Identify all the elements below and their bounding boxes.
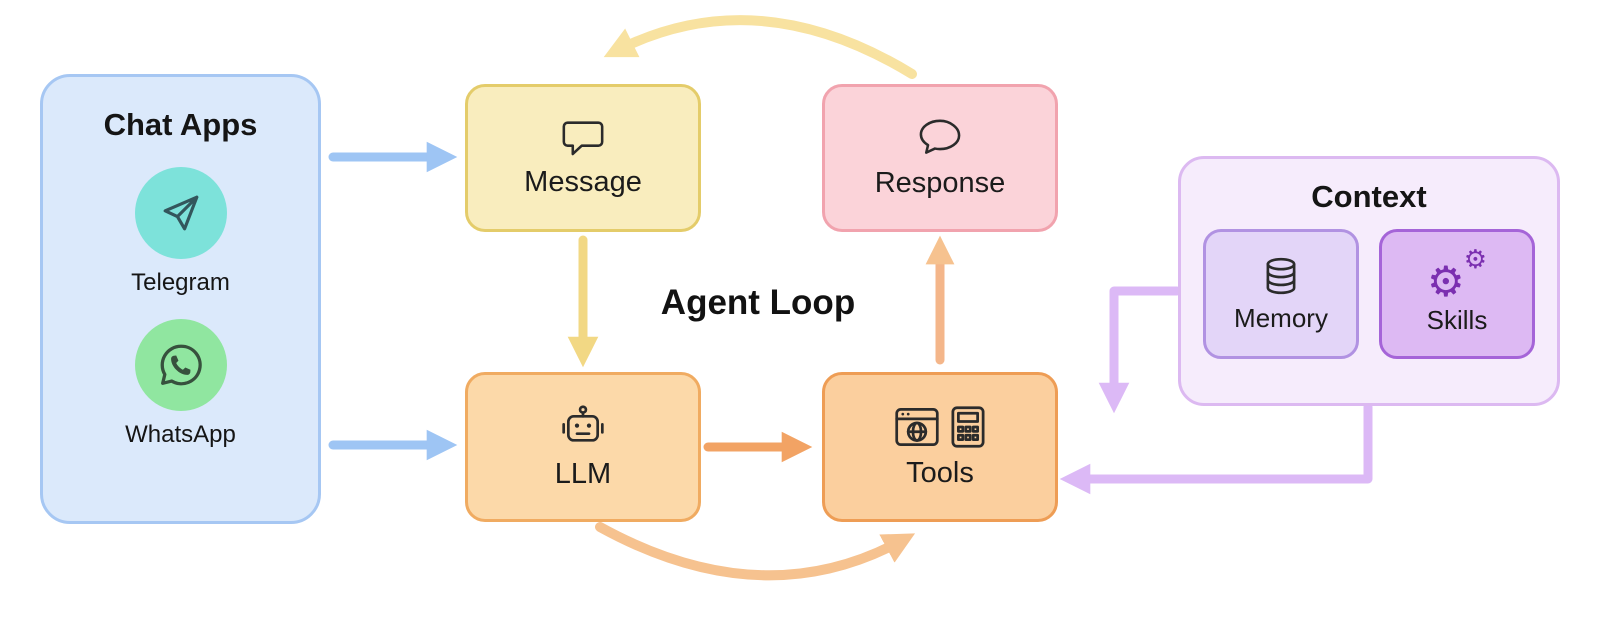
message-label: Message [524, 165, 642, 198]
response-label: Response [874, 166, 1006, 199]
memory-node: Memory [1203, 229, 1359, 359]
telegram-icon [134, 167, 227, 259]
memory-label: Memory [1234, 302, 1328, 333]
whatsapp-icon [134, 319, 227, 411]
arrow-context-to-tools-right [1059, 402, 1373, 495]
whatsapp-label: WhatsApp [125, 421, 236, 448]
context-panel: Context Memory ⚙ ⚙ Skills [1178, 156, 1560, 406]
llm-node: LLM [465, 372, 701, 522]
response-node: Response [822, 84, 1058, 232]
skills-node: ⚙ ⚙ Skills [1379, 229, 1535, 359]
robot-icon [559, 404, 607, 450]
chat-apps-title: Chat Apps [103, 107, 258, 142]
arrow-llm-to-tools-curve [595, 522, 916, 581]
context-title: Context [1311, 179, 1427, 214]
arrow-response-to-message-curve [603, 15, 917, 79]
database-icon [1260, 255, 1302, 297]
skills-label: Skills [1426, 304, 1488, 335]
arrow-context-to-tools-top [1098, 286, 1182, 414]
llm-label: LLM [554, 457, 612, 490]
tools-node: Tools [822, 372, 1058, 522]
gears-icon: ⚙ ⚙ [1427, 244, 1487, 306]
telegram-label: Telegram [131, 269, 230, 296]
chat-apps-panel: Chat Apps Telegram WhatsApp [40, 74, 321, 524]
speech-square-icon [560, 118, 606, 158]
message-node: Message [465, 84, 701, 232]
tools-label: Tools [906, 456, 974, 489]
context-items: Memory ⚙ ⚙ Skills [1203, 229, 1535, 359]
speech-bubble-icon [917, 117, 963, 159]
browser-globe-icon [894, 405, 940, 449]
agent-loop-label: Agent Loop [660, 283, 856, 322]
calculator-icon [950, 405, 986, 449]
tools-icons [894, 405, 986, 449]
